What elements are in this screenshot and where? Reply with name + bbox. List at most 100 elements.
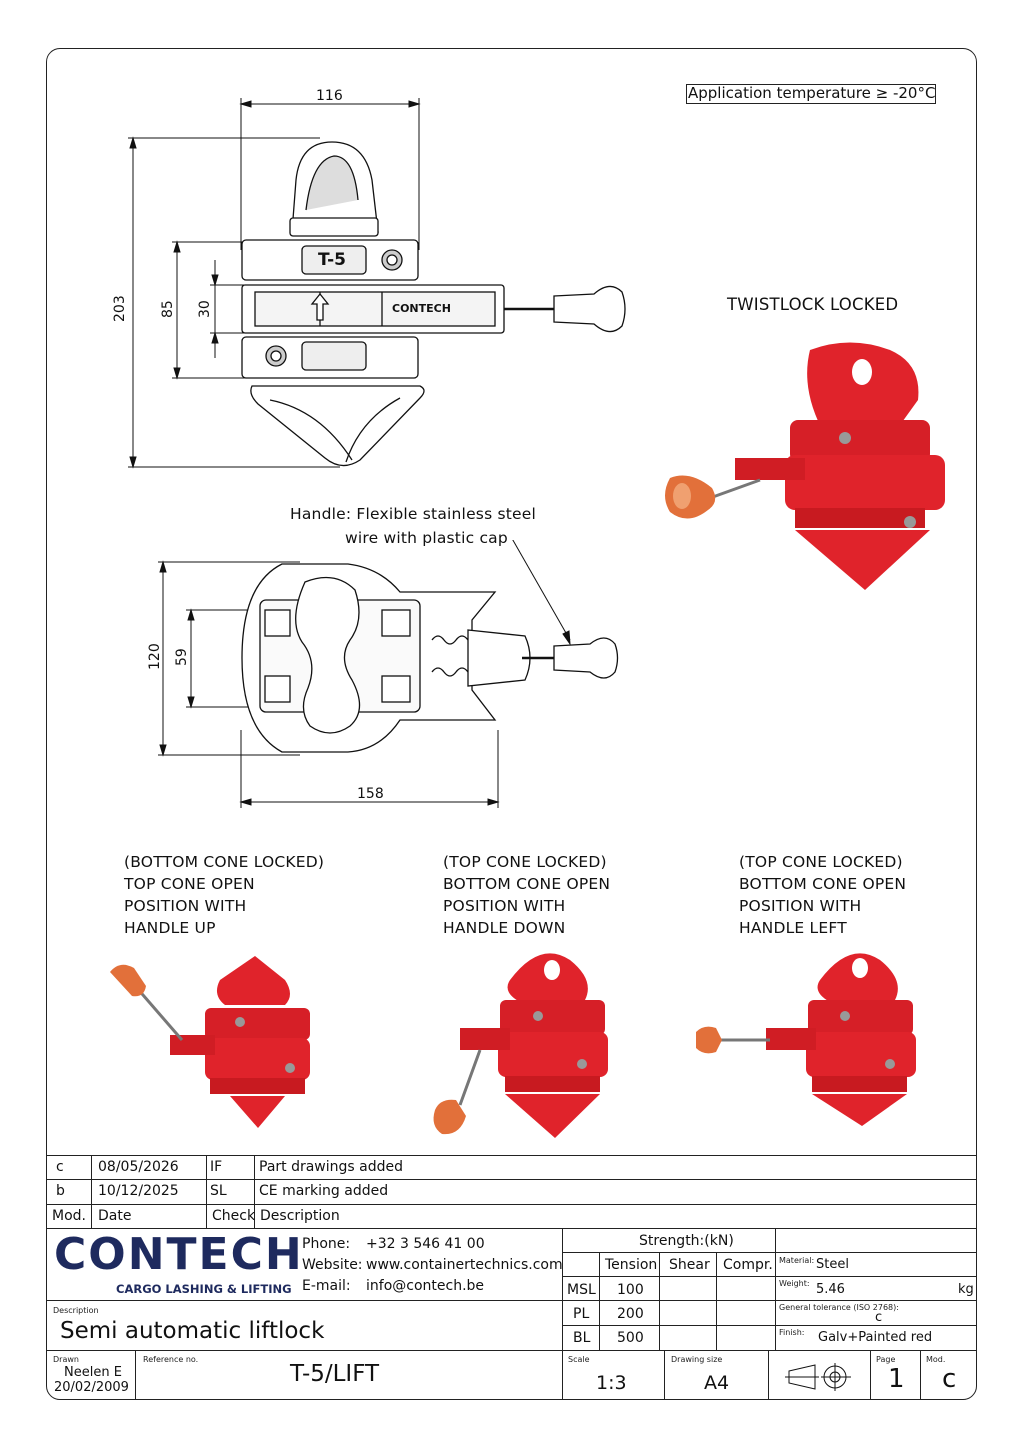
rev-row-1-date: 08/05/2026 xyxy=(98,1159,179,1175)
drawn-by: Neelen E xyxy=(64,1365,122,1380)
position-3-line3: POSITION WITH xyxy=(739,897,862,915)
position-3-line1: (TOP CONE LOCKED) xyxy=(739,853,903,871)
position-2-line3: POSITION WITH xyxy=(443,897,566,915)
mod-value: c xyxy=(942,1364,957,1394)
projection-symbol-icon xyxy=(785,1363,851,1391)
position-label-2: (TOP CONE LOCKED) BOTTOM CONE OPEN POSIT… xyxy=(443,851,610,939)
strength-row-bl-label: BL xyxy=(573,1330,591,1346)
rev-row-2-check: SL xyxy=(210,1183,227,1199)
company-tagline: CARGO LASHING & LIFTING xyxy=(116,1282,292,1296)
rev-col-1 xyxy=(91,1155,92,1228)
render-handle-down xyxy=(433,953,608,1138)
dim-top-width: 116 xyxy=(316,88,343,104)
position-2-line1: (TOP CONE LOCKED) xyxy=(443,853,607,871)
position-label-1: (BOTTOM CONE LOCKED) TOP CONE OPEN POSIT… xyxy=(124,851,324,939)
description-value: Semi automatic liftlock xyxy=(60,1318,325,1344)
phone-label: Phone: xyxy=(302,1236,351,1252)
description-label: Description xyxy=(53,1306,99,1315)
dim-plan-height: 120 xyxy=(147,643,163,670)
rev-line-2 xyxy=(46,1204,977,1205)
strength-col-shear: Shear xyxy=(669,1257,710,1273)
rev-row-1-description: Part drawings added xyxy=(259,1159,404,1175)
drawing-frame xyxy=(46,48,977,1400)
position-3-line4: HANDLE LEFT xyxy=(739,919,847,937)
scale-value: 1:3 xyxy=(596,1372,627,1394)
company-logo-text: CONTECH xyxy=(54,1229,304,1280)
tb-v-drawn xyxy=(135,1350,136,1400)
email-value[interactable]: info@contech.be xyxy=(366,1278,485,1294)
strength-row-msl-tension: 100 xyxy=(617,1282,644,1298)
position-1-line4: HANDLE UP xyxy=(124,919,216,937)
reference-label: Reference no. xyxy=(143,1355,199,1364)
render-handle-left xyxy=(696,953,916,1126)
finish-value: Galv+Painted red xyxy=(818,1330,933,1345)
tb-v-strength-right xyxy=(775,1228,776,1350)
tb-v-proj xyxy=(870,1350,871,1400)
tb-v-page xyxy=(920,1350,921,1400)
material-label: Material: xyxy=(779,1256,815,1265)
application-temperature: Application temperature ≥ -20°C xyxy=(688,84,936,102)
rev-header-date: Date xyxy=(98,1208,132,1224)
rev-header-description: Description xyxy=(260,1208,340,1224)
position-1-line1: (BOTTOM CONE LOCKED) xyxy=(124,853,325,871)
website-label: Website: xyxy=(302,1257,363,1273)
twistlock-locked-label: TWISTLOCK LOCKED xyxy=(727,295,899,314)
position-1-line3: POSITION WITH xyxy=(124,897,247,915)
rev-col-2 xyxy=(206,1155,207,1228)
rev-row-1-mod: c xyxy=(56,1159,64,1175)
strength-title: Strength:(kN) xyxy=(639,1233,734,1249)
tolerance-label: General tolerance (ISO 2768): xyxy=(779,1303,899,1312)
rev-row-2-mod: b xyxy=(56,1183,65,1199)
rev-header-check: Check xyxy=(212,1208,256,1224)
strength-row-bl-tension: 500 xyxy=(617,1330,644,1346)
position-2-line2: BOTTOM CONE OPEN xyxy=(443,875,611,893)
dim-plan-width: 158 xyxy=(357,786,384,802)
dim-body-height: 85 xyxy=(160,300,176,318)
plan-view-drawing xyxy=(158,540,619,808)
rev-line-1 xyxy=(46,1179,977,1180)
tb-h-strength-2 xyxy=(562,1276,977,1277)
size-label: Drawing size xyxy=(671,1355,723,1364)
rev-header-mod: Mod. xyxy=(52,1208,86,1224)
company-logo: CONTECH CARGO LASHING & LIFTING xyxy=(50,1229,304,1300)
application-temperature-box xyxy=(686,84,936,104)
brand-plate-label: CONTECH xyxy=(392,302,451,315)
position-label-3: (TOP CONE LOCKED) BOTTOM CONE OPEN POSIT… xyxy=(739,851,906,939)
tb-v-strength-label xyxy=(599,1252,600,1350)
front-view-drawing xyxy=(128,98,626,469)
page-value: 1 xyxy=(888,1364,905,1394)
size-value: A4 xyxy=(704,1372,730,1394)
strength-row-pl-tension: 200 xyxy=(617,1306,644,1322)
dim-slot-height: 30 xyxy=(197,300,213,318)
rev-row-2-date: 10/12/2025 xyxy=(98,1183,179,1199)
drawn-label: Drawn xyxy=(53,1355,79,1364)
tb-v-strength-left xyxy=(562,1228,563,1350)
tb-v-strength-shear xyxy=(716,1252,717,1350)
rev-line-top xyxy=(46,1155,977,1156)
dim-overall-height: 203 xyxy=(112,295,128,322)
tb-h-desc-top xyxy=(46,1300,562,1301)
tolerance-value: c xyxy=(875,1310,883,1325)
rev-col-3 xyxy=(254,1155,255,1228)
reference-value: T-5/LIFT xyxy=(290,1361,380,1387)
tb-h-strength-4 xyxy=(562,1325,977,1326)
rev-row-2-description: CE marking added xyxy=(259,1183,389,1199)
finish-label: Finish: xyxy=(779,1328,805,1337)
phone-value: +32 3 546 41 00 xyxy=(366,1236,485,1252)
mod-label: Mod. xyxy=(926,1355,946,1364)
page-label: Page xyxy=(876,1355,896,1364)
scale-label: Scale xyxy=(568,1355,590,1364)
tb-h-bottom-top xyxy=(46,1350,977,1351)
website-value[interactable]: www.containertechnics.com xyxy=(366,1257,563,1273)
body-plate-label: T-5 xyxy=(318,250,346,270)
handle-callout-line1: Handle: Flexible stainless steel xyxy=(290,505,537,523)
tb-v-strength-tension xyxy=(659,1252,660,1350)
strength-row-pl-label: PL xyxy=(573,1306,590,1322)
handle-callout-line2: wire with plastic cap xyxy=(345,529,508,547)
tb-h-strength-1 xyxy=(562,1252,977,1253)
render-twistlock-locked xyxy=(665,342,945,590)
rev-line-3 xyxy=(46,1228,977,1229)
tb-v-scale xyxy=(664,1350,665,1400)
position-3-line2: BOTTOM CONE OPEN xyxy=(739,875,907,893)
rev-row-1-check: IF xyxy=(210,1159,223,1175)
